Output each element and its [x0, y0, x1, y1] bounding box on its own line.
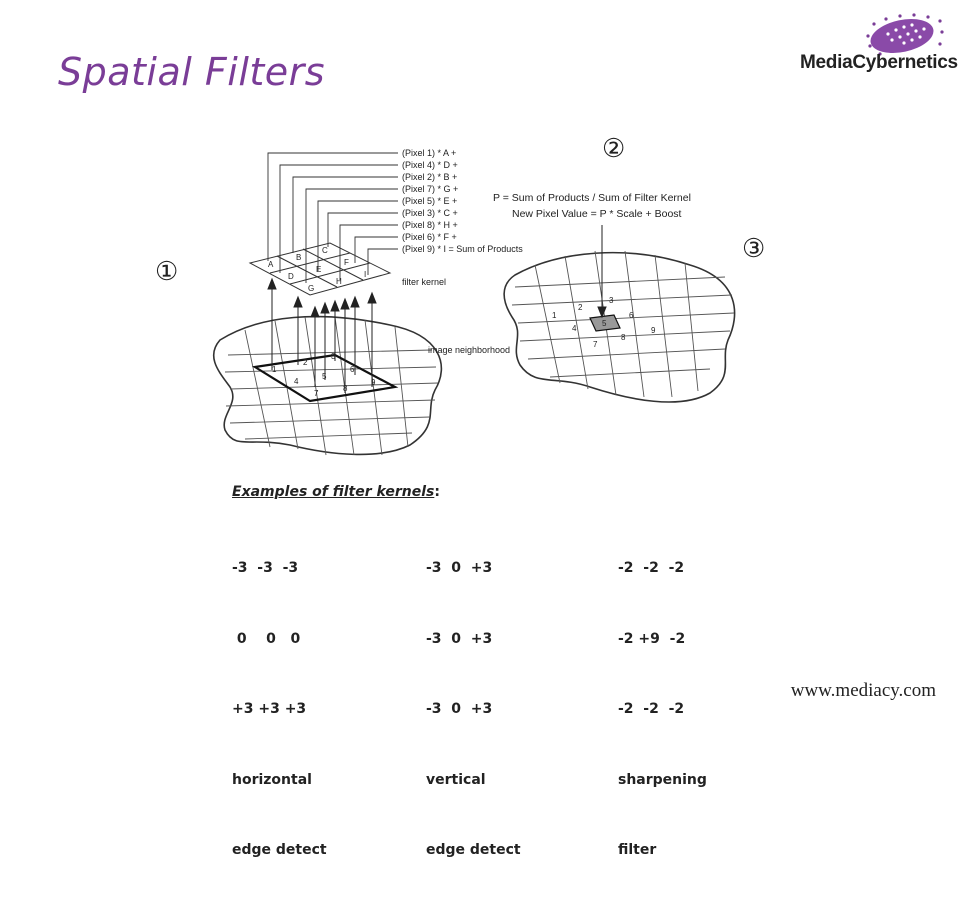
kernel-row: -3 -3 -3: [232, 560, 299, 576]
pixel-label: 8: [621, 333, 626, 342]
image-grid-right: [511, 250, 735, 398]
filter-kernel-grid: [248, 242, 392, 296]
filter-kernel-examples: Examples of filter kernels: -3 -3 -3 0 0…: [232, 484, 707, 858]
product-term: (Pixel 9) * I = Sum of Products: [402, 244, 523, 254]
pixel-label: 7: [314, 389, 319, 398]
kernel-horizontal-edge: -3 -3 -3 0 0 0 +3 +3 +3 horizontal edge …: [232, 510, 327, 910]
kernel-letter: F: [344, 258, 349, 267]
kernel-letter: I: [364, 270, 366, 279]
product-term: (Pixel 2) * B +: [402, 172, 457, 182]
pixel-label: 2: [578, 303, 583, 312]
kernel-sharpening: -2 -2 -2 -2 +9 -2 -2 -2 -2 sharpening fi…: [618, 510, 707, 910]
product-term: (Pixel 6) * F +: [402, 232, 457, 242]
kernel-letter: B: [296, 253, 301, 262]
kernel-row: -3 0 +3: [426, 630, 493, 647]
pixel-label: 6: [629, 311, 634, 320]
image-neighborhood-label: image neighborhood: [428, 345, 510, 355]
kernel-row: +3 +3 +3: [232, 701, 307, 717]
new-pixel-cell: [589, 314, 621, 332]
pixel-label: 3: [609, 296, 614, 305]
pixel-label: 6: [350, 365, 355, 374]
pixel-label: 7: [593, 340, 598, 349]
kernel-letter: G: [308, 284, 314, 293]
pixel-label: 2: [303, 358, 308, 367]
image-blob-left: [213, 315, 443, 456]
kernel-letter: C: [322, 246, 328, 255]
kernel-examples-heading-row: Examples of filter kernels:: [232, 484, 440, 500]
product-list: (Pixel 1) * A + (Pixel 4) * D + (Pixel 2…: [402, 148, 523, 254]
kernel-letter: D: [288, 272, 294, 281]
filter-kernel-label: filter kernel: [402, 277, 446, 287]
image-neighborhood-box: [251, 353, 399, 403]
product-term: (Pixel 8) * H +: [402, 220, 458, 230]
kernel-label: vertical: [426, 771, 486, 788]
formula-to-pixel-arrow: [597, 225, 607, 319]
kernel-row: -2 -2 -2: [618, 560, 685, 576]
logo-wordmark: MediaCybernetics: [800, 52, 958, 73]
kernel-examples-heading: Examples of filter kernels: [232, 484, 435, 500]
image-grid-left: [224, 316, 439, 456]
pixel-to-kernel-arrows: [267, 277, 377, 393]
pixel-label: 4: [294, 377, 299, 386]
formula-sum-of-products: P = Sum of Products / Sum of Filter Kern…: [493, 192, 691, 204]
kernel-letter: E: [316, 265, 321, 274]
kernel-letter: H: [336, 277, 342, 286]
kernel-to-product-lines: [267, 152, 398, 283]
kernel-row: -2 -2 -2: [618, 701, 685, 717]
pixel-label: 9: [651, 326, 656, 335]
kernel-row: -3 0 +3: [426, 560, 493, 576]
kernel-label: edge detect: [232, 842, 327, 858]
kernel-vertical-edge: -3 0 +3 -3 0 +3 -3 0 +3 vertical edge de…: [426, 510, 521, 910]
pixel-label: 1: [272, 365, 277, 374]
slide-title: Spatial Filters: [58, 50, 326, 94]
product-term: (Pixel 5) * E +: [402, 196, 457, 206]
kernel-row: -2 +9 -2: [618, 630, 686, 647]
kernel-examples-colon: :: [434, 484, 440, 500]
product-term: (Pixel 7) * G +: [402, 184, 458, 194]
step-marker-1: ①: [155, 256, 178, 286]
pixel-label: 1: [552, 311, 557, 320]
step-marker-3: ③: [742, 233, 765, 263]
pixel-label: 9: [371, 378, 376, 387]
product-term: (Pixel 1) * A +: [402, 148, 456, 158]
kernel-label: filter: [618, 842, 657, 858]
step-marker-2: ②: [602, 133, 625, 163]
pixel-label: 4: [572, 324, 577, 333]
product-term: (Pixel 3) * C +: [402, 208, 458, 218]
kernel-row: -3 0 +3: [426, 701, 493, 717]
mediacybernetics-logo-icon: [866, 13, 944, 56]
image-blob-right: [503, 251, 736, 403]
formula-new-pixel-value: New Pixel Value = P * Scale + Boost: [512, 208, 682, 220]
kernel-label: edge detect: [426, 842, 521, 858]
kernel-label: horizontal: [232, 771, 312, 788]
product-term: (Pixel 4) * D +: [402, 160, 458, 170]
kernel-letter: A: [268, 260, 274, 269]
footer-url: www.mediacy.com: [790, 680, 936, 701]
pixel-label: 3: [331, 352, 336, 361]
pixel-label: 5: [602, 319, 607, 328]
kernel-label: sharpening: [618, 771, 707, 788]
kernel-row: 0 0 0: [232, 630, 301, 647]
spatial-filter-diagram: ① ② ③ 1 2 3 4 5 6 7 8 9 image neighborho…: [155, 133, 765, 456]
